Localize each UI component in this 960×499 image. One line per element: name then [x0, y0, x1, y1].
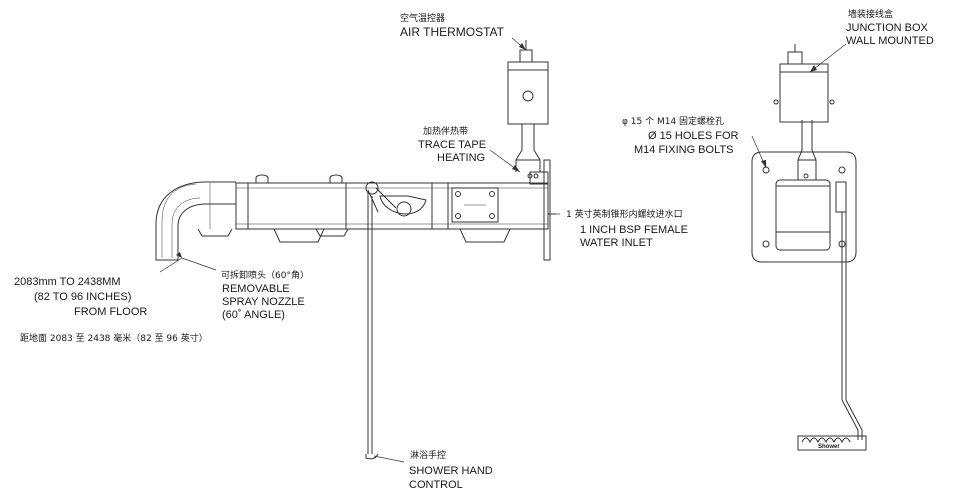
thermostat-label-en: AIR THERMOSTAT	[400, 25, 505, 39]
holes-label-en1: Ø 15 HOLES FOR	[648, 130, 739, 142]
holes-label-cn: φ 15 个 M14 固定螺栓孔	[622, 115, 724, 127]
inlet-label-en2: WATER INLET	[580, 237, 653, 249]
vent-bump-2	[329, 174, 343, 183]
bracket-3	[315, 228, 349, 237]
hand-label-en1: SHOWER HAND	[409, 465, 493, 477]
nozzle-label-en2: SPRAY NOZZLE	[222, 296, 305, 308]
inlet-label-cn: 1 英寸英制锥形内螺纹进水口	[566, 208, 683, 220]
front-view	[751, 44, 867, 451]
thermostat-box	[507, 61, 549, 125]
valve-body	[451, 187, 499, 223]
bracket-4	[459, 228, 511, 243]
hand-label-en2: CONTROL	[409, 479, 463, 491]
holes-label-en2: M14 FIXING BOLTS	[634, 144, 733, 156]
thermostat-conduit	[515, 124, 541, 172]
bracket-2	[273, 228, 325, 243]
foot-pedal	[797, 435, 867, 451]
hand-grip	[365, 453, 379, 460]
pipe-elbow	[155, 181, 236, 261]
side-view	[155, 40, 556, 460]
inlet-label-en1: 1 INCH BSP FEMALE	[580, 224, 688, 236]
vent-bump-1	[255, 174, 269, 183]
trace-label-cn: 加热伴热带	[423, 125, 468, 137]
hand-label-cn: 淋浴手控	[410, 449, 446, 461]
front-pipe-body	[775, 179, 831, 251]
lever-pivot	[365, 181, 379, 195]
main-pipe	[235, 182, 549, 230]
height-label-cn: 距地面 2083 至 2438 毫米（82 至 96 英寸）	[20, 332, 208, 344]
inlet-neck	[529, 171, 549, 185]
nozzle-label-en3: (60˚ ANGLE)	[222, 309, 285, 321]
annotations: 空气温控器 AIR THERMOSTAT 墙装接线盒 JUNCTION BOX …	[14, 8, 934, 491]
mounting-plate	[751, 151, 857, 263]
junction-label-cn: 墙装接线盒	[848, 8, 893, 20]
trace-label-en1: TRACE TAPE	[418, 139, 486, 151]
nozzle-label-en1: REMOVABLE	[222, 283, 290, 295]
height-label-en1: 2083mm TO 2438MM	[14, 276, 121, 288]
bracket-1	[197, 228, 233, 237]
height-label-en3: FROM FLOOR	[74, 306, 147, 318]
junction-box	[779, 63, 829, 123]
wall-flange	[543, 159, 551, 261]
trace-label-en2: HEATING	[437, 152, 485, 164]
thermostat-dial	[522, 90, 534, 102]
nozzle-label-cn: 可拆卸喷头（60°角）	[221, 269, 309, 281]
junction-label-en1: JUNCTION BOX	[846, 22, 929, 34]
leader-lines	[159, 37, 847, 463]
junction-label-en2: WALL MOUNTED	[846, 35, 934, 47]
leader-arrows	[176, 43, 817, 258]
pedal-label: Shower	[818, 444, 840, 450]
height-label-en2: (82 TO 96 INCHES)	[34, 291, 131, 303]
thermostat-label-cn: 空气温控器	[400, 12, 445, 24]
